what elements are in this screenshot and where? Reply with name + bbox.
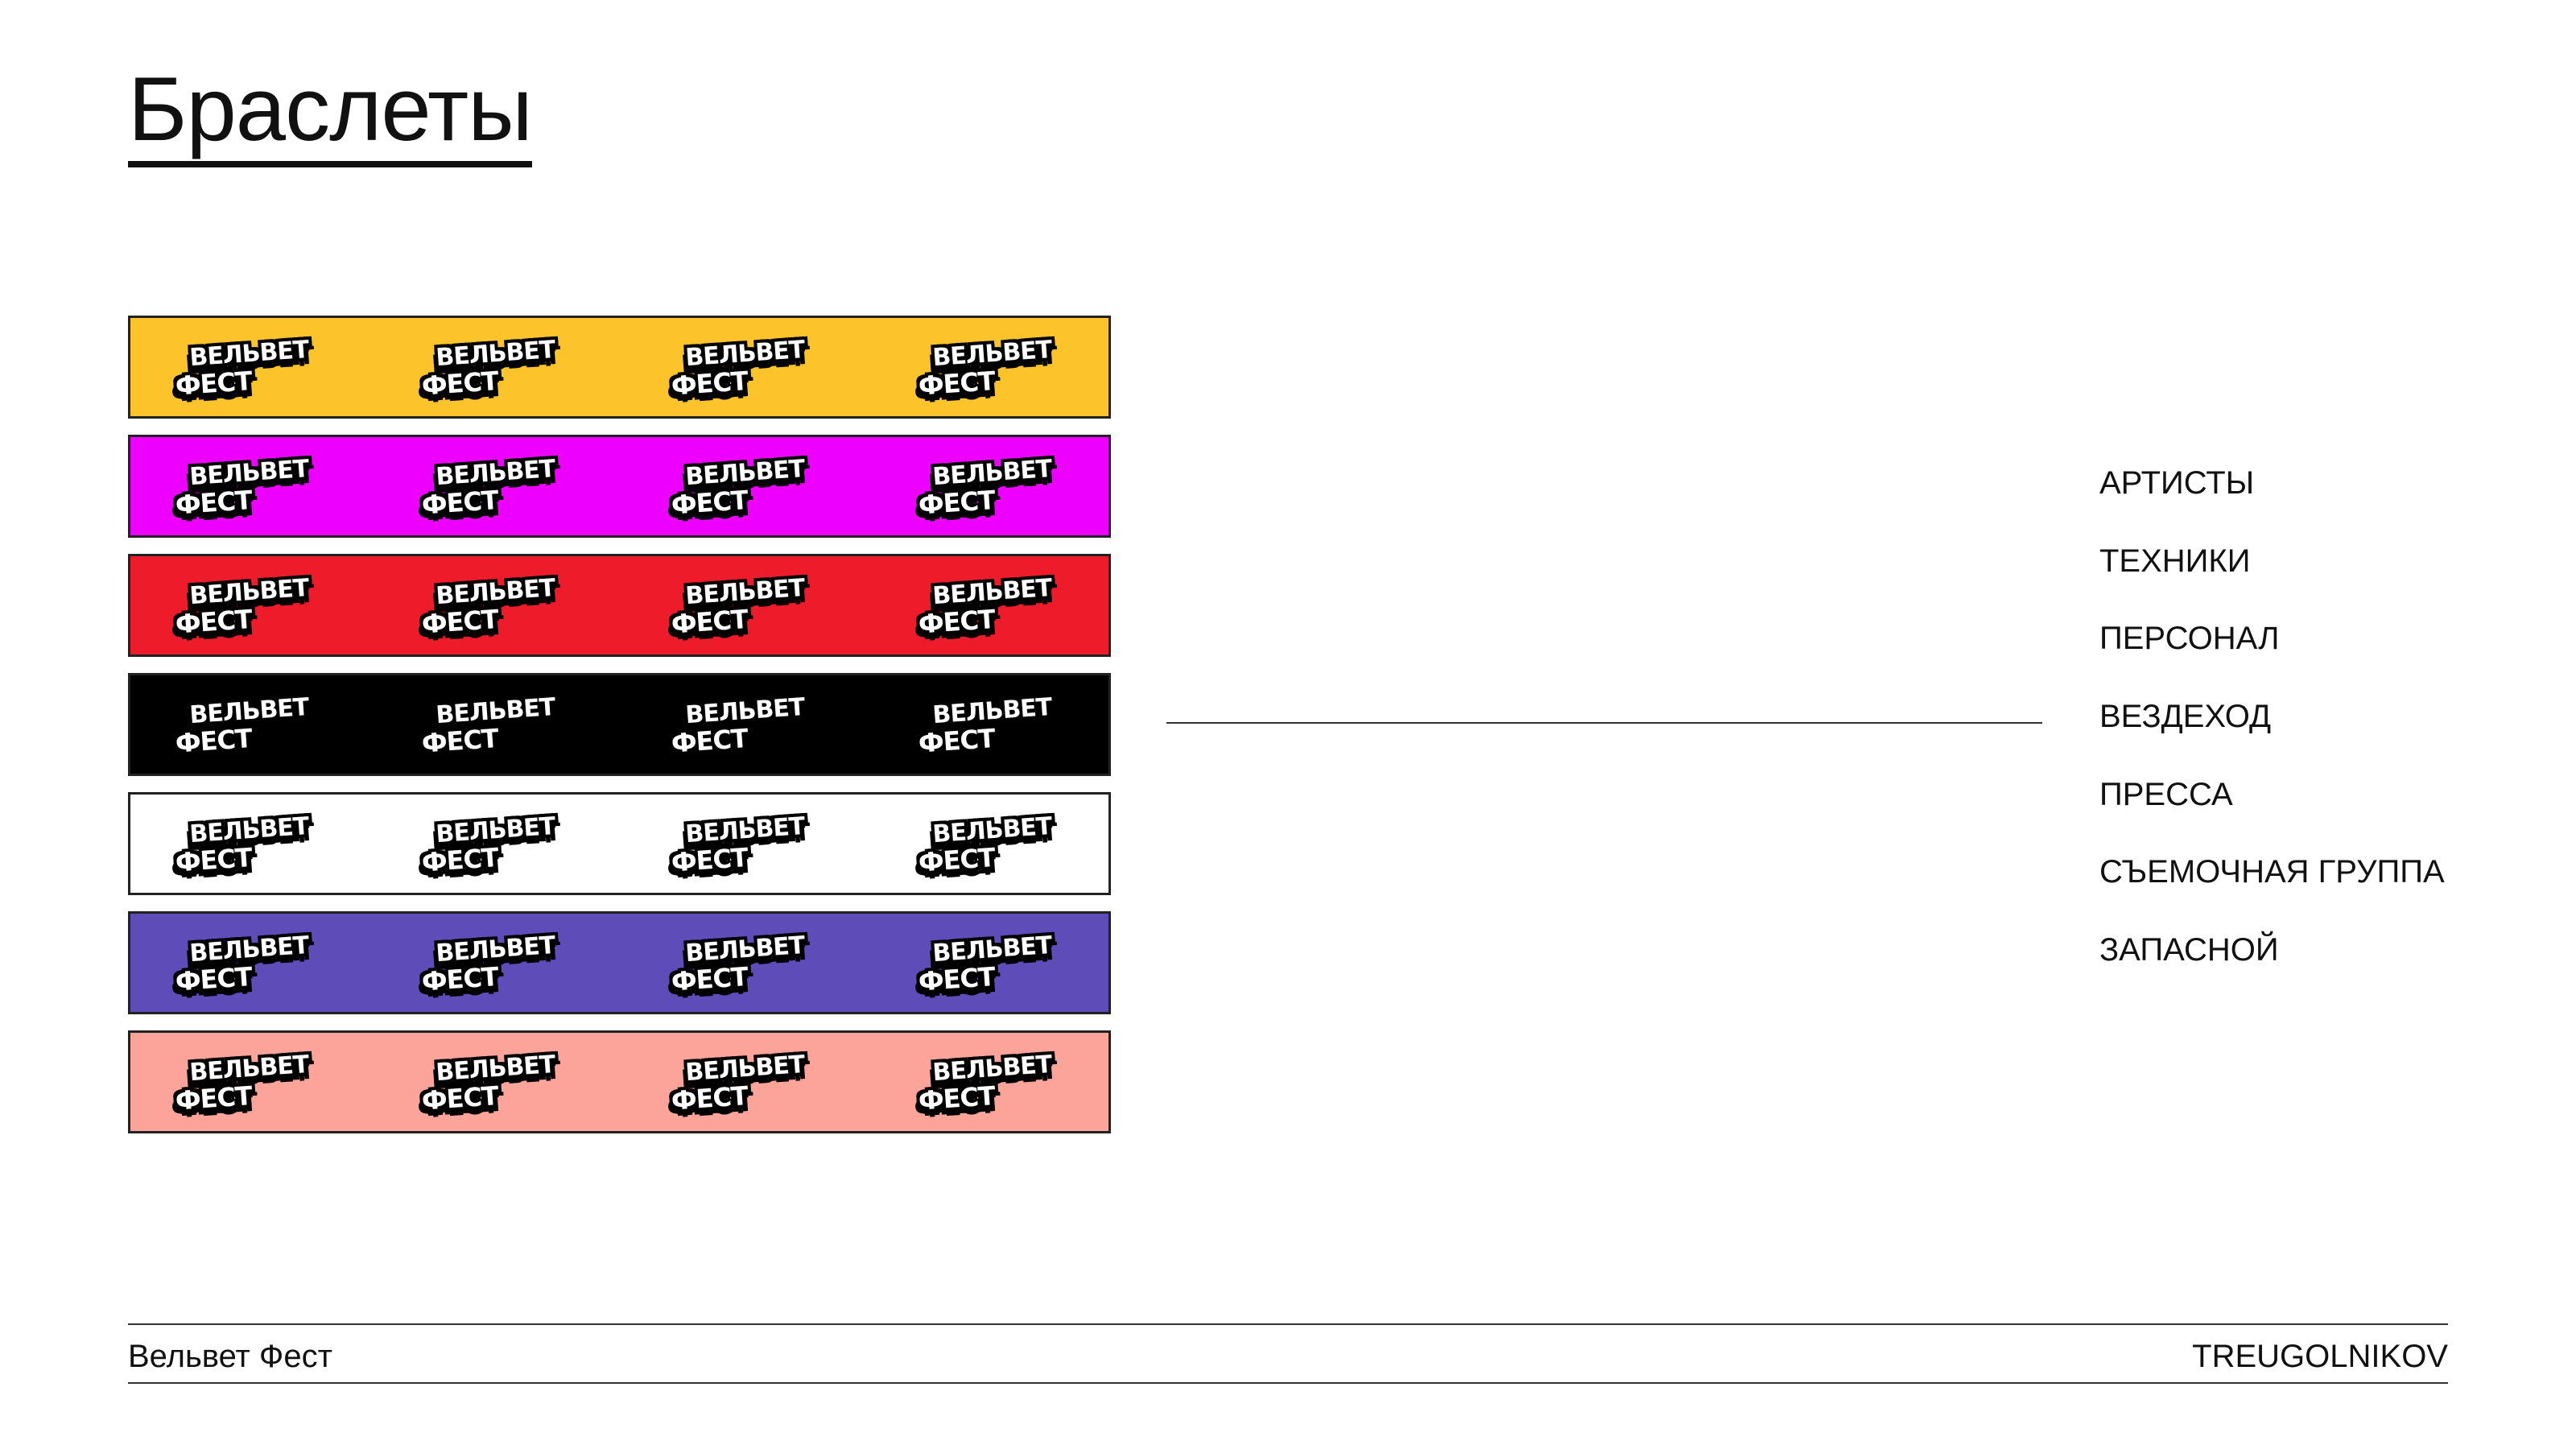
category-label: ВЕЗДЕХОД bbox=[2099, 699, 2272, 735]
category-label: ТЕХНИКИ bbox=[2099, 543, 2251, 579]
logo-line2: ФЕСТ bbox=[420, 842, 499, 878]
logo-line2: ФЕСТ bbox=[174, 485, 253, 521]
category-label: ПРЕССА bbox=[2099, 776, 2233, 812]
logo-line2: ФЕСТ bbox=[917, 961, 996, 997]
logo-line2: ФЕСТ bbox=[174, 723, 253, 759]
logo-line2: ФЕСТ bbox=[917, 365, 996, 402]
category-label: ПЕРСОНАЛ bbox=[2099, 621, 2280, 657]
logo-line2: ФЕСТ bbox=[670, 1080, 749, 1117]
logo-line2: ФЕСТ bbox=[420, 485, 499, 521]
logo-line2: ФЕСТ bbox=[174, 842, 253, 878]
footer-brand: Вельвет Фест bbox=[128, 1339, 332, 1374]
page-title: Браслеты bbox=[128, 64, 533, 167]
connector-line bbox=[1166, 722, 2042, 724]
logo-line2: ФЕСТ bbox=[670, 365, 749, 402]
logo-line2: ФЕСТ bbox=[917, 1080, 996, 1117]
logo-line2: ФЕСТ bbox=[174, 604, 253, 640]
logo-line2: ФЕСТ bbox=[917, 842, 996, 878]
category-label: АРТИСТЫ bbox=[2099, 465, 2255, 501]
footer-top-rule bbox=[128, 1323, 2448, 1325]
category-list: АРТИСТЫ ТЕХНИКИ ПЕРСОНАЛ ВЕЗДЕХОД ПРЕССА… bbox=[2099, 460, 2445, 1005]
logo-line2: ФЕСТ bbox=[420, 1080, 499, 1117]
logo-line2: ФЕСТ bbox=[917, 723, 996, 759]
logo-line2: ФЕСТ bbox=[174, 365, 253, 402]
logo-line2: ФЕСТ bbox=[670, 961, 749, 997]
footer-author: TREUGOLNIKOV bbox=[2192, 1339, 2448, 1374]
footer-bottom-rule bbox=[128, 1382, 2448, 1384]
logo-line2: ФЕСТ bbox=[174, 961, 253, 997]
category-label: СЪЕМОЧНАЯ ГРУППА bbox=[2099, 854, 2445, 890]
logo-line2: ФЕСТ bbox=[174, 1080, 253, 1117]
logo-line2: ФЕСТ bbox=[420, 961, 499, 997]
logo-line2: ФЕСТ bbox=[420, 365, 499, 402]
logo-line2: ФЕСТ bbox=[917, 604, 996, 640]
logo-line2: ФЕСТ bbox=[670, 723, 749, 759]
logo-line2: ФЕСТ bbox=[670, 842, 749, 878]
logo-line2: ФЕСТ bbox=[670, 604, 749, 640]
logo-line2: ФЕСТ bbox=[420, 723, 499, 759]
logo-line2: ФЕСТ bbox=[420, 604, 499, 640]
category-label: ЗАПАСНОЙ bbox=[2099, 932, 2279, 968]
logo-line2: ФЕСТ bbox=[917, 485, 996, 521]
logo-line2: ФЕСТ bbox=[670, 485, 749, 521]
